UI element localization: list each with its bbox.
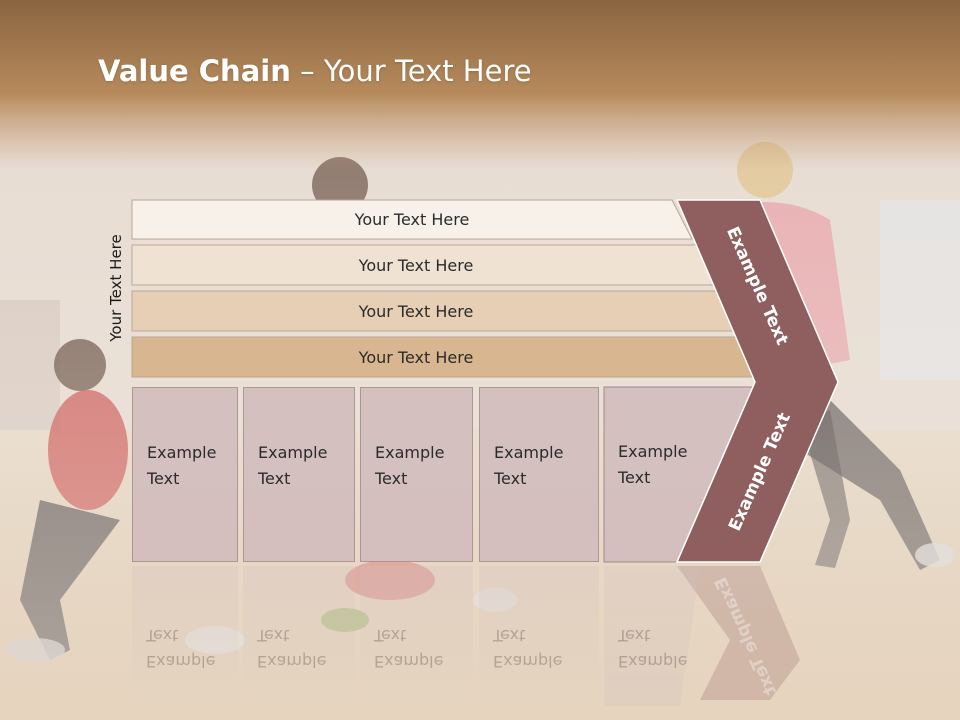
column-1-reflection: Example Text xyxy=(132,566,238,706)
column-1-reflection-text: Example Text xyxy=(146,626,216,671)
column-2-reflection: Example Text xyxy=(243,566,355,706)
bar-1-shape xyxy=(131,199,693,240)
column-5-text: Example Text xyxy=(618,442,688,487)
column-5: Example Text xyxy=(604,387,704,562)
column-4-reflection: Example Text xyxy=(479,566,599,706)
column-3: Example Text xyxy=(360,387,473,562)
bar-3: Your Text Here xyxy=(132,291,700,331)
column-5-reflection-text-box: Example Text xyxy=(604,566,704,706)
title-subtitle: Your Text Here xyxy=(323,54,532,88)
column-1: Example Text xyxy=(132,387,238,562)
column-2: Example Text xyxy=(243,387,355,562)
bar-4: Your Text Here xyxy=(132,337,700,377)
column-4: Example Text xyxy=(479,387,599,562)
column-2-reflection-text: Example Text xyxy=(257,626,327,671)
chevron-reflection xyxy=(677,566,800,700)
bar-3-label: Your Text Here xyxy=(358,301,474,321)
column-3-text: Example Text xyxy=(375,443,445,488)
column-5-reflection xyxy=(604,566,700,706)
column-4-reflection-text: Example Text xyxy=(493,626,563,671)
bar-1-label: Your Text Here xyxy=(354,210,470,229)
column-1-text: Example Text xyxy=(147,443,217,488)
title-bold: Value Chain xyxy=(98,54,291,88)
chevron-shape xyxy=(675,199,839,563)
column-4-text: Example Text xyxy=(494,443,564,488)
column-5-reflection-text: Example Text xyxy=(618,626,688,671)
bar-4-label: Your Text Here xyxy=(358,347,474,367)
bar-2-label: Your Text Here xyxy=(358,255,474,275)
slide-title: Value Chain – Your Text Here xyxy=(98,54,532,88)
column-2-text: Example Text xyxy=(258,443,328,488)
bar-1: Your Text Here xyxy=(132,200,692,239)
column-3-reflection: Example Text xyxy=(360,566,473,706)
bar-2: Your Text Here xyxy=(132,245,700,285)
column-3-reflection-text: Example Text xyxy=(374,626,444,671)
title-separator: – xyxy=(290,54,324,88)
